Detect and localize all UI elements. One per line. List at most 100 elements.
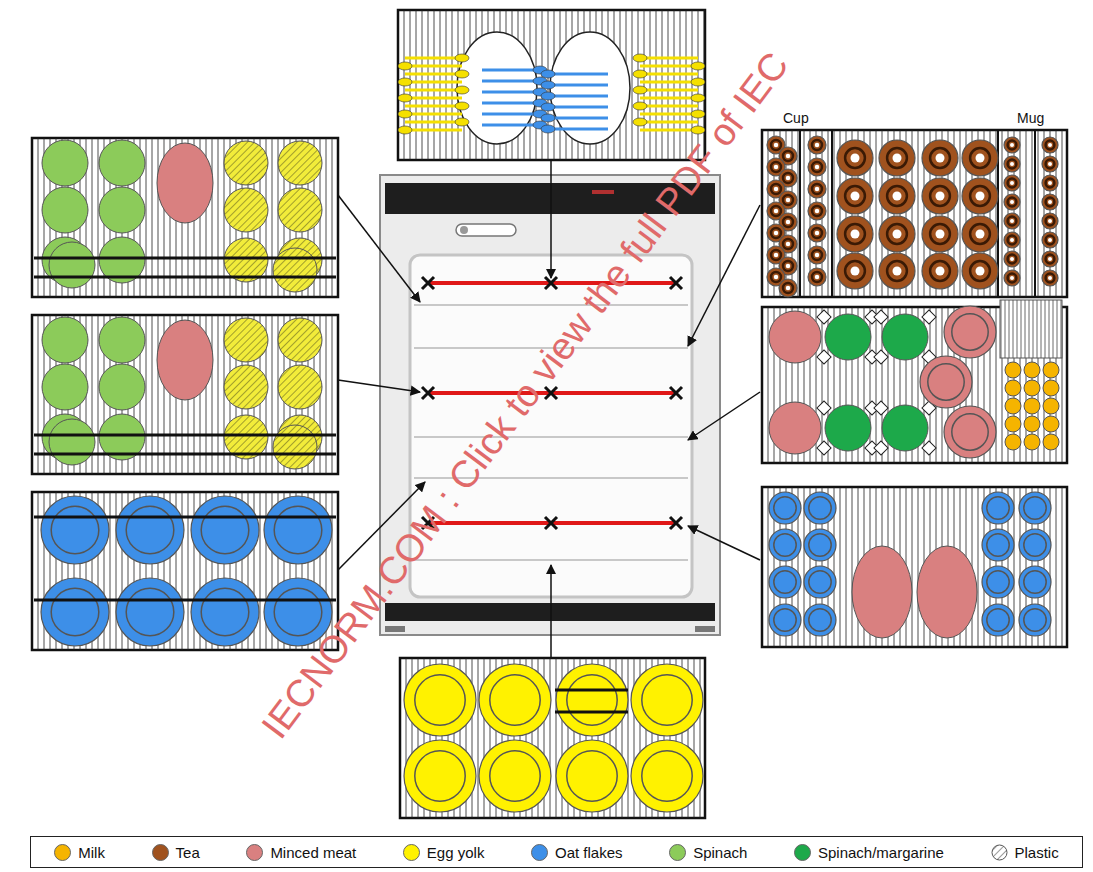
drawing-part [893,154,902,163]
drawing-part [541,81,555,89]
dish [944,306,996,358]
drawing-part [633,102,647,110]
rack-wires [404,10,704,160]
drawing-part [1010,181,1014,185]
drawing-part [405,97,462,100]
drawing-part [640,113,698,116]
rack-frame [762,487,1067,647]
hatch-sample [992,845,1007,860]
drawing-part [1010,257,1014,261]
dish [157,143,213,223]
drawing-part [1046,274,1055,283]
legend-item: Spinach/margarine [794,844,944,861]
dish [1019,529,1051,561]
dish [567,675,617,725]
dish [490,751,540,801]
dish [224,415,268,459]
dish [920,356,972,408]
rack-wires [768,130,1062,297]
dish [769,566,801,598]
drawing-part [786,264,791,269]
dish [415,751,465,801]
drawing-part [887,224,907,244]
dish [809,609,831,631]
drawing-part [405,73,462,76]
dish [191,496,259,564]
dish [769,311,821,363]
dish [837,216,873,252]
drawing-part [640,73,698,76]
dish [1024,416,1040,432]
drawing-part [812,228,822,238]
dish [42,317,88,363]
dish [273,248,317,292]
drawing-part [845,261,865,281]
drawing-part [874,350,888,364]
drawing-part [922,441,936,455]
dish [273,425,317,469]
drawing-part [34,516,336,519]
drawing-part [34,599,336,602]
drawing-part [405,89,462,92]
dish [1042,175,1058,191]
dish [804,604,836,636]
dish [201,506,249,554]
dish [404,740,476,812]
dish [99,364,145,410]
dish [278,141,322,185]
drawing-part [405,121,462,124]
legend-item: Plastic [991,844,1059,861]
dish [1019,566,1051,598]
legend-text: Spinach/margarine [818,844,944,861]
dish [882,405,928,451]
drawing-part [774,253,779,258]
drawing-part [1008,255,1017,264]
dish [642,675,692,725]
leader-arrow [338,195,420,302]
drawing-part [845,148,865,168]
dish [987,497,1009,519]
drawing-part [548,84,608,87]
drawing-part [1008,198,1017,207]
drawing-part [640,121,698,124]
dish [1043,380,1059,396]
drawing-part [414,559,688,561]
drawing-part [555,711,628,714]
dish [825,314,871,360]
dish [808,180,826,198]
drawing-part [936,267,945,276]
dish [809,571,831,593]
drawing-part [1010,276,1014,280]
drawing-part [887,148,907,168]
legend-text: Tea [176,844,200,861]
dish [490,675,540,725]
dish [126,506,174,554]
drawing-part [783,173,793,183]
drawing-part [930,261,950,281]
dish [804,492,836,524]
dish [224,365,268,409]
drawing-part [812,272,822,282]
drawing-part [799,130,801,297]
dish [952,414,988,450]
dish [809,534,831,556]
drawing-part [930,224,950,244]
dish [224,141,268,185]
legend-item: Minced meat [246,844,356,861]
drawing-part [482,80,540,83]
dish [808,158,826,176]
drawing-part [1008,160,1017,169]
dish [99,140,145,186]
drawing-part [812,140,822,150]
drawing-part [405,81,462,84]
legend-swatch [991,844,1008,861]
drawing-part [1010,219,1014,223]
dish [1024,609,1046,631]
drawing-part [1034,130,1036,297]
drawing-part [1010,238,1014,242]
dish [837,253,873,289]
drawing-part [786,154,791,159]
dish [982,492,1014,524]
dish [1005,380,1021,396]
drawing-part [786,220,791,225]
